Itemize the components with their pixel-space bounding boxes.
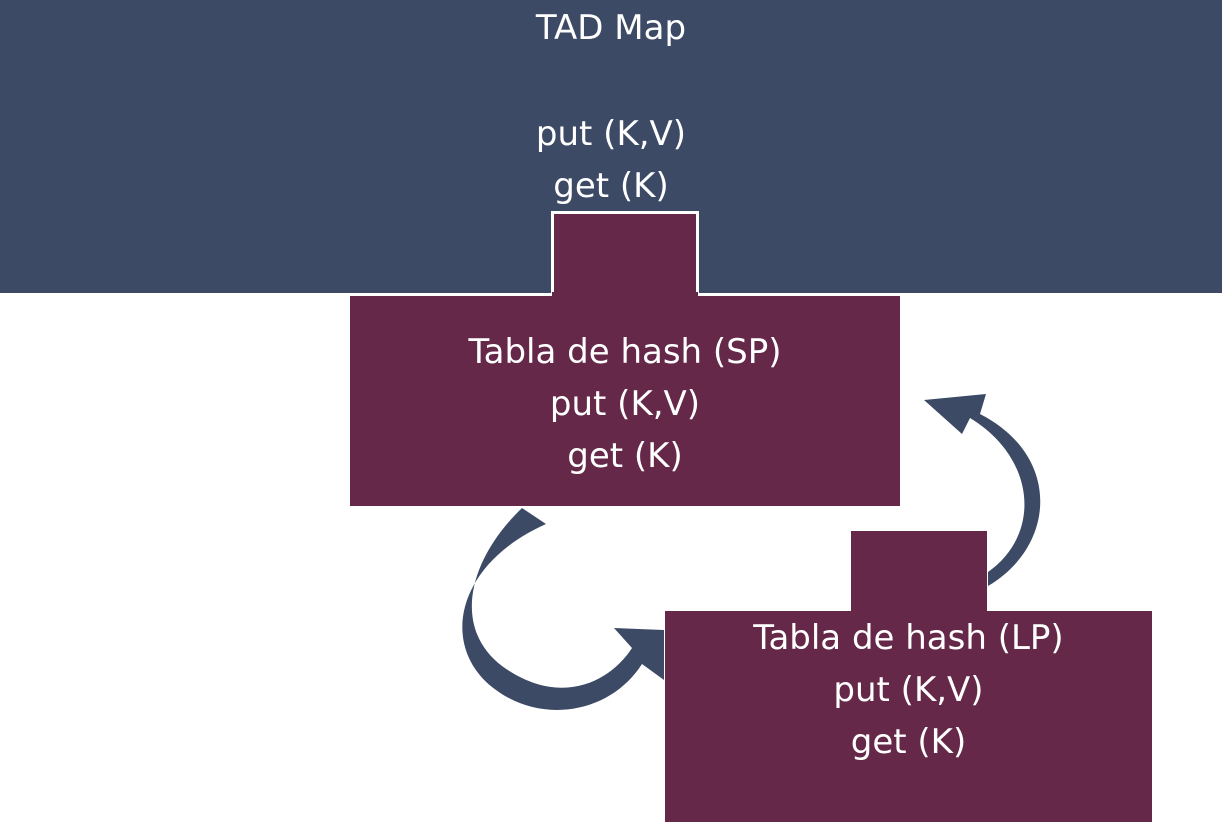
hash-table-lp-put-op: put (K,V) — [833, 670, 984, 710]
hash-table-lp-block — [665, 611, 1152, 822]
hash-table-sp-title: Tabla de hash (SP) — [468, 332, 782, 372]
tad-map-put-op: put (K,V) — [535, 114, 687, 154]
hash-table-sp-block — [350, 296, 900, 506]
hash-table-lp-text: Tabla de hash (LP) put (K,V) get (K) — [665, 612, 1152, 768]
tad-map-operations: put (K,V) get (K) — [0, 108, 1222, 212]
lp-connector-tab — [851, 531, 987, 615]
hash-table-sp-text: Tabla de hash (SP) put (K,V) get (K) — [350, 326, 900, 482]
sp-connector-tab — [551, 211, 699, 299]
hash-table-lp-title: Tabla de hash (LP) — [753, 618, 1064, 658]
sp-connector-join — [552, 292, 698, 298]
tad-map-title: TAD Map — [535, 8, 687, 48]
tad-map-get-op: get (K) — [553, 166, 669, 206]
hash-table-sp-put-op: put (K,V) — [549, 384, 701, 424]
hash-table-sp-get-op: get (K) — [567, 436, 683, 476]
arrow-sp-to-lp — [462, 508, 664, 710]
hash-table-lp-get-op: get (K) — [850, 722, 967, 762]
